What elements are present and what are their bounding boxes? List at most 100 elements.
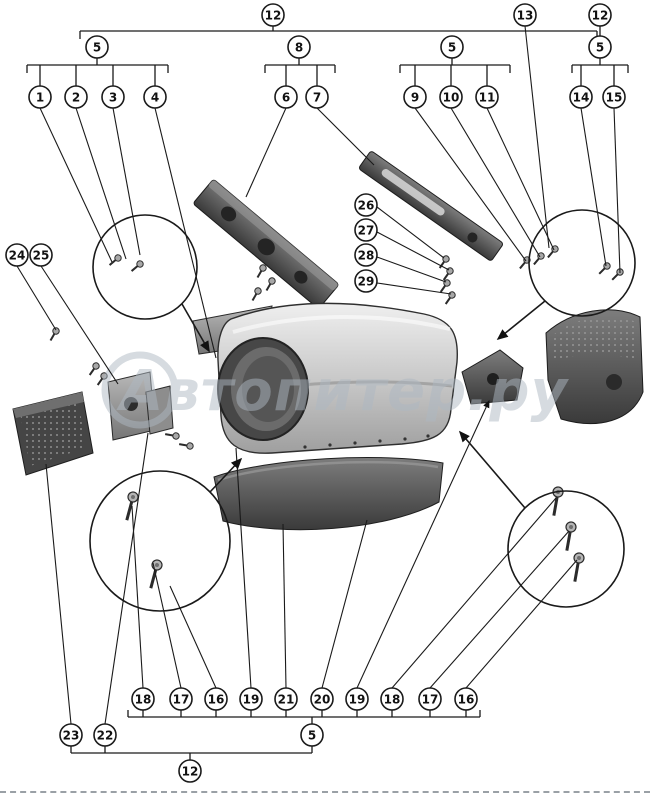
callout-13[interactable]: 13 [513, 3, 537, 27]
leader-line-4 [154, 107, 217, 359]
callout-11[interactable]: 11 [475, 85, 499, 109]
parts-artwork-layer [12, 151, 644, 591]
callout-5[interactable]: 5 [440, 35, 464, 59]
leader-line-1 [39, 107, 113, 263]
callout-10[interactable]: 10 [439, 85, 463, 109]
callout-12[interactable]: 12 [588, 3, 612, 27]
callout-24[interactable]: 24 [5, 243, 29, 267]
leader-line-27 [376, 231, 450, 271]
svg-text:26: 26 [358, 199, 375, 213]
svg-text:27: 27 [358, 224, 375, 238]
svg-text:12: 12 [182, 765, 199, 779]
leader-line-6 [245, 107, 287, 198]
callout-1[interactable]: 1 [28, 85, 52, 109]
svg-text:21: 21 [278, 693, 295, 707]
callout-28[interactable]: 28 [354, 243, 378, 267]
callout-7[interactable]: 7 [305, 85, 329, 109]
leader-line-24 [16, 265, 57, 331]
svg-text:24: 24 [9, 249, 26, 263]
svg-text:11: 11 [479, 91, 496, 105]
callout-23[interactable]: 23 [59, 723, 83, 747]
leader-line-19 [235, 447, 252, 689]
leader-line-18 [131, 505, 144, 689]
main-housing-part [192, 302, 459, 454]
callout-4[interactable]: 4 [143, 85, 167, 109]
lower-cover-part [213, 457, 444, 531]
callout-17[interactable]: 17 [169, 687, 193, 711]
leader-line-11 [486, 107, 555, 251]
callout-9[interactable]: 9 [403, 85, 427, 109]
callout-29[interactable]: 29 [354, 269, 378, 293]
leader-line-25 [40, 265, 119, 385]
callout-25[interactable]: 25 [29, 243, 53, 267]
callout-19[interactable]: 19 [345, 687, 369, 711]
callout-18[interactable]: 18 [131, 687, 155, 711]
callout-16[interactable]: 16 [204, 687, 228, 711]
svg-text:17: 17 [173, 693, 190, 707]
callout-20[interactable]: 20 [310, 687, 334, 711]
callout-2[interactable]: 2 [64, 85, 88, 109]
svg-text:5: 5 [93, 41, 101, 55]
callout-3[interactable]: 3 [101, 85, 125, 109]
svg-text:12: 12 [592, 9, 609, 23]
svg-text:28: 28 [358, 249, 375, 263]
callout-22[interactable]: 22 [93, 723, 117, 747]
leader-line-2 [75, 107, 127, 260]
left-end-panel-part [12, 391, 94, 476]
callout-12[interactable]: 12 [178, 759, 202, 783]
callout-15[interactable]: 15 [602, 85, 626, 109]
leader-line-21 [282, 523, 287, 689]
leader-line-9 [414, 107, 527, 262]
svg-text:3: 3 [109, 91, 117, 105]
svg-text:10: 10 [443, 91, 460, 105]
svg-text:19: 19 [243, 693, 260, 707]
svg-text:18: 18 [135, 693, 152, 707]
svg-text:19: 19 [349, 693, 366, 707]
leader-line-17 [429, 530, 570, 689]
callout-27[interactable]: 27 [354, 218, 378, 242]
svg-text:16: 16 [208, 693, 225, 707]
leader-line-19 [356, 400, 490, 689]
svg-text:1: 1 [36, 91, 44, 105]
right-end-panel-part [545, 309, 644, 425]
leader-line-14 [580, 107, 607, 267]
leader-line-22 [104, 432, 149, 725]
callout-6[interactable]: 6 [274, 85, 298, 109]
leader-line-23 [45, 463, 72, 725]
callout-21[interactable]: 21 [274, 687, 298, 711]
callout-26[interactable]: 26 [354, 193, 378, 217]
svg-text:14: 14 [573, 91, 590, 105]
callout-16[interactable]: 16 [454, 687, 478, 711]
reinforcement-panel-part [193, 179, 339, 309]
right-bracket-part [461, 349, 524, 405]
leader-line-26 [376, 206, 445, 259]
svg-text:4: 4 [151, 91, 159, 105]
callout-12[interactable]: 12 [261, 3, 285, 27]
callout-14[interactable]: 14 [569, 85, 593, 109]
callout-5[interactable]: 5 [300, 723, 324, 747]
callout-8[interactable]: 8 [287, 35, 311, 59]
callout-18[interactable]: 18 [380, 687, 404, 711]
leader-line-13 [524, 25, 550, 249]
svg-text:16: 16 [458, 693, 475, 707]
pointer-arrow [496, 300, 546, 341]
callout-19[interactable]: 19 [239, 687, 263, 711]
svg-text:8: 8 [295, 41, 303, 55]
pointer-arrow [209, 457, 243, 493]
svg-text:18: 18 [384, 693, 401, 707]
callout-17[interactable]: 17 [418, 687, 442, 711]
leader-line-10 [450, 107, 541, 258]
callout-5[interactable]: 5 [588, 35, 612, 59]
svg-text:25: 25 [33, 249, 50, 263]
watermark-text: Автопитер.ру [116, 359, 570, 424]
callout-5[interactable]: 5 [85, 35, 109, 59]
svg-text:15: 15 [606, 91, 623, 105]
svg-text:23: 23 [63, 729, 80, 743]
pointer-arrow [181, 303, 210, 353]
detail-magnifier-circle [92, 214, 198, 320]
leader-line-28 [376, 256, 447, 283]
detail-magnifier-circle [528, 209, 636, 317]
svg-text:17: 17 [422, 693, 439, 707]
